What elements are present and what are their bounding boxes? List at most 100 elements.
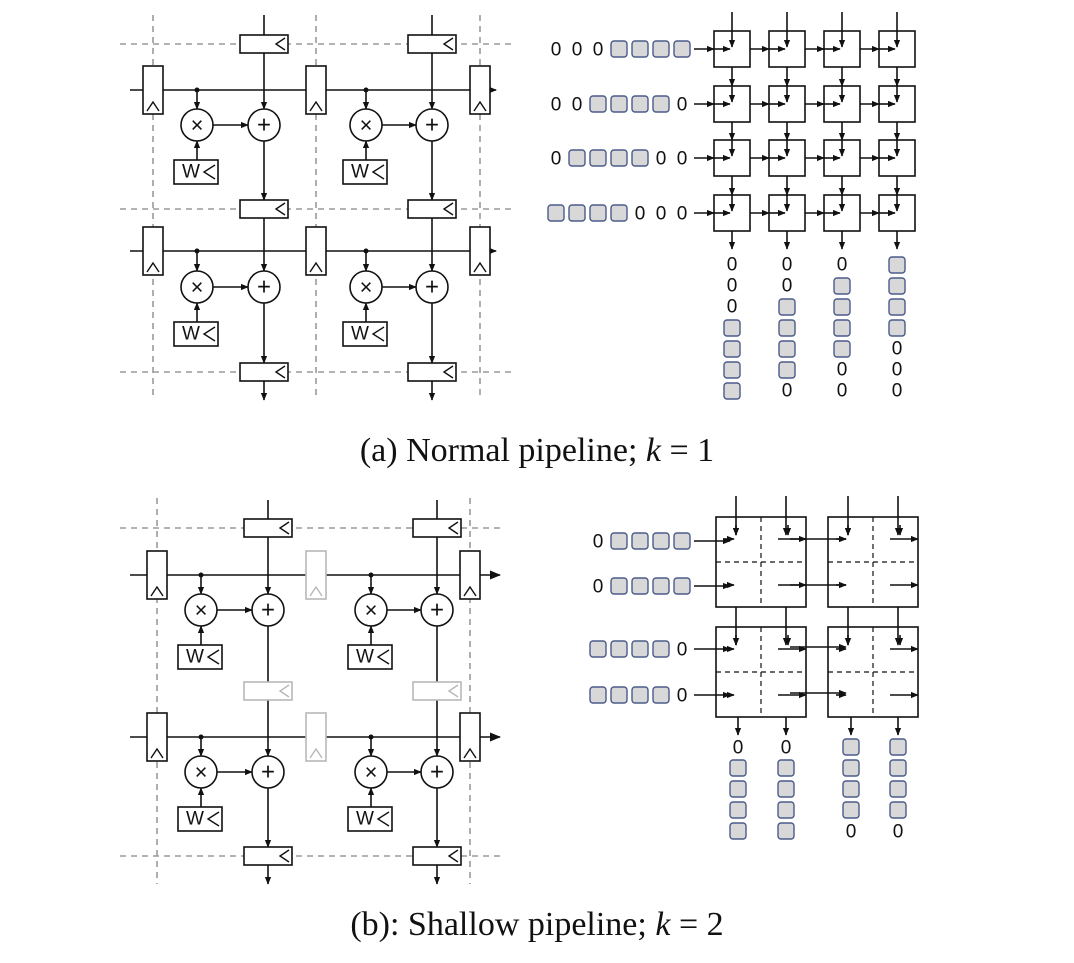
a-sys-in-r3-5: 0 <box>656 204 667 225</box>
b-sys-in-r2-4: 0 <box>677 640 688 661</box>
a-r0c1-mac-weight-register-clock-icon <box>371 164 385 180</box>
a-sys-in-r2-5: 0 <box>656 149 667 170</box>
a-sys-in-r3-2 <box>589 204 607 222</box>
a-row0-vreg-0 <box>142 65 164 115</box>
b-sys-in-r2-0 <box>589 640 607 658</box>
a-sys-out-c1-4 <box>778 340 796 358</box>
a-r1c1-mac-weight-register <box>342 321 388 347</box>
a-sys-out-c3-2 <box>888 298 906 316</box>
b-c1-hreg-bottom <box>412 846 462 866</box>
a-sys-in-r0-6 <box>673 40 691 58</box>
a-r0c0-mac-add-icon: + <box>257 112 271 139</box>
a-sys-out-c2-4 <box>833 340 851 358</box>
a-r1c0-mac-add-icon: + <box>257 274 271 301</box>
a-sys-out-c0-0: 0 <box>727 255 738 276</box>
b-row0-vreg-ghost-clock-icon <box>309 585 323 597</box>
a-sys-in-r0-3 <box>610 40 628 58</box>
b-row0-vreg-ghost <box>305 550 327 600</box>
b-sys-in-r3-2 <box>631 686 649 704</box>
b-row1-vreg-right <box>459 712 481 762</box>
caption-b-k: k <box>655 906 671 943</box>
b-row1-vreg-ghost <box>305 712 327 762</box>
a-sys-out-c1-2 <box>778 298 796 316</box>
caption-b-prefix: (b): Shallow pipeline; <box>350 906 656 943</box>
b-r0c1-mac-weight-register <box>347 644 393 670</box>
b-r1c0-mac-weight-register-label: W <box>186 809 204 830</box>
a-r1c1-mac-multiply-icon: × <box>360 275 373 300</box>
a-sys-in-r1-4 <box>631 95 649 113</box>
b-sys-out-c2-0 <box>842 738 860 756</box>
b-r0c1-mac-weight-register-label: W <box>356 647 374 668</box>
a-row1-vreg-2 <box>469 226 491 276</box>
b-row0-vreg-left <box>146 550 168 600</box>
a-sys-in-r0-0: 0 <box>551 40 562 61</box>
b-r1c0-mac-multiply-icon: × <box>195 760 208 785</box>
a-sys-out-c1-6: 0 <box>782 381 793 402</box>
b-sys-out-c1-4 <box>777 822 795 840</box>
caption-b-eq: = 2 <box>670 906 724 943</box>
b-sys-out-c0-4 <box>729 822 747 840</box>
b-c0-hreg-bottom <box>243 846 293 866</box>
a-sys-in-r2-6: 0 <box>677 149 688 170</box>
a-sys-in-r3-6: 0 <box>677 204 688 225</box>
a-sys-out-c1-1: 0 <box>782 276 793 297</box>
b-r1c0-mac-weight-register <box>177 806 223 832</box>
a-sys-in-r1-2 <box>589 95 607 113</box>
a-sys-in-r2-1 <box>568 149 586 167</box>
b-sys-in-r0-3 <box>652 532 670 550</box>
b-sys-out-c3-0 <box>889 738 907 756</box>
a-sys-out-c2-6: 0 <box>837 381 848 402</box>
a-c1-hreg-bottom <box>407 362 457 382</box>
b-sys-in-r1-3 <box>652 577 670 595</box>
a-sys-out-c1-3 <box>778 319 796 337</box>
b-sys-out-c1-3 <box>777 801 795 819</box>
a-r0c1-mac-weight-register <box>342 159 388 185</box>
a-row0-vreg-1 <box>305 65 327 115</box>
a-sys-in-r1-0: 0 <box>551 95 562 116</box>
b-r1c1-mac-weight-register-clock-icon <box>376 811 390 827</box>
b-sys-in-r0-4 <box>673 532 691 550</box>
b-row0-vreg-left-clock-icon <box>150 585 164 597</box>
a-sys-out-c0-5 <box>723 361 741 379</box>
a-sys-out-c0-3 <box>723 319 741 337</box>
b-c0-hreg-top <box>243 518 293 538</box>
a-r1c1-mac-weight-register-label: W <box>351 324 369 345</box>
b-sys-out-c0-2 <box>729 780 747 798</box>
a-r0c1-mac-weight-register-label: W <box>351 162 369 183</box>
a-sys-in-r3-1 <box>568 204 586 222</box>
b-row1-vreg-right-clock-icon <box>463 747 477 759</box>
a-sys-in-r3-4: 0 <box>635 204 646 225</box>
a-sys-in-r1-3 <box>610 95 628 113</box>
b-sys-in-r2-2 <box>631 640 649 658</box>
a-sys-in-r0-5 <box>652 40 670 58</box>
a-sys-out-c1-0: 0 <box>782 255 793 276</box>
a-sys-out-c3-1 <box>888 277 906 295</box>
b-sys-in-r0-1 <box>610 532 628 550</box>
a-sys-out-c3-0 <box>888 256 906 274</box>
a-sys-out-c0-1: 0 <box>727 276 738 297</box>
a-sys-out-c2-5: 0 <box>837 360 848 381</box>
b-sys-in-r0-2 <box>631 532 649 550</box>
b-r1c0-mac-weight-register-clock-icon <box>206 811 220 827</box>
b-sys-in-r1-0: 0 <box>593 577 604 598</box>
b-row0-vreg-right-clock-icon <box>463 585 477 597</box>
b-sys-out-c2-4: 0 <box>846 822 857 843</box>
caption-a-eq: = 1 <box>660 432 715 469</box>
a-r1c0-hreg-top-clock-icon <box>274 202 286 216</box>
a-row0-vreg-0-clock-icon <box>146 100 160 112</box>
b-sys-in-r3-4: 0 <box>677 686 688 707</box>
b-sys-out-c2-1 <box>842 759 860 777</box>
a-sys-in-r1-5 <box>652 95 670 113</box>
a-r1c0-mac-weight-register-label: W <box>182 324 200 345</box>
b-r0c0-mac-add-icon: + <box>261 597 275 624</box>
b-r0c1-mac-add-icon: + <box>430 597 444 624</box>
b-r1c1-mac-weight-register <box>347 806 393 832</box>
a-r0c1-hreg-top <box>407 34 457 54</box>
b-sys-out-c2-3 <box>842 801 860 819</box>
b-c0-hreg-bottom-clock-icon <box>278 849 290 863</box>
a-r0c0-mac-weight-register-clock-icon <box>202 164 216 180</box>
b-sys-out-c3-1 <box>889 759 907 777</box>
caption-a: (a) Normal pipeline; k = 1 <box>0 432 1074 470</box>
